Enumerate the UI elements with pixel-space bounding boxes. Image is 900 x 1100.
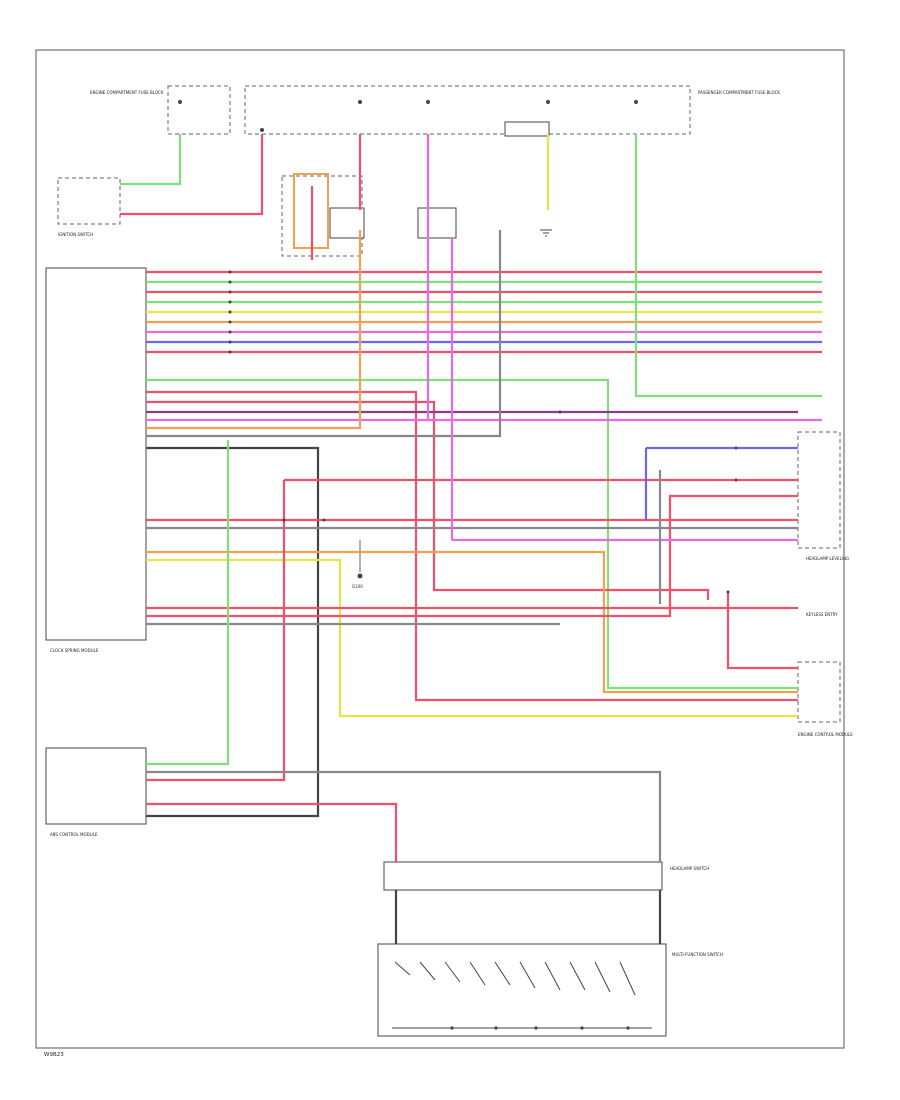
- abs-label: ABS CONTROL MODULE: [50, 832, 98, 837]
- abs-module: [45, 747, 147, 825]
- wire-secondary: [146, 230, 822, 862]
- headlamp-switch-label: HEADLAMP SWITCH: [670, 866, 709, 871]
- ground-label: G100: [352, 584, 363, 589]
- ground-symbol-top: [540, 229, 552, 237]
- switch-panel: [377, 943, 667, 1037]
- keyless-label: KEYLESS ENTRY: [806, 612, 838, 617]
- wire-bus: [146, 270, 822, 354]
- diagram-frame: [35, 49, 845, 1049]
- headlamp-leveling-label: HEADLAMP LEVELING: [806, 556, 849, 561]
- pin-markers: [228, 270, 738, 594]
- switch-panel-label: MULTI-FUNCTION SWITCH: [672, 952, 723, 957]
- fuse-box-left-label: ENGINE COMPARTMENT FUSE BLOCK: [90, 90, 164, 95]
- headlamp-leveling-box: [797, 431, 841, 549]
- ground-symbol: [357, 573, 363, 579]
- ignition-switch-label: IGNITION SWITCH: [58, 232, 93, 237]
- diagram-id: W9B23: [44, 1052, 64, 1058]
- fuse-box-main: [244, 85, 691, 135]
- fuse-box-left: [167, 85, 231, 135]
- ecm-label: ENGINE CONTROL MODULE: [798, 732, 853, 737]
- fuse-box-right-label: PASSENGER COMPARTMENT FUSE BLOCK: [698, 90, 780, 95]
- ecm-box: [797, 661, 841, 723]
- connector-b: [417, 207, 457, 239]
- ignition-switch-box: [57, 177, 121, 225]
- wire-feeds: [120, 134, 822, 944]
- switch-contacts: [392, 961, 652, 1029]
- switch-terminals: [450, 1026, 630, 1030]
- connector-a: [329, 207, 365, 239]
- clock-spring-label: CLOCK SPRING MODULE: [50, 648, 99, 653]
- bottom-connector: [383, 861, 663, 891]
- fuses: [178, 100, 638, 137]
- clock-spring-module: [45, 267, 147, 641]
